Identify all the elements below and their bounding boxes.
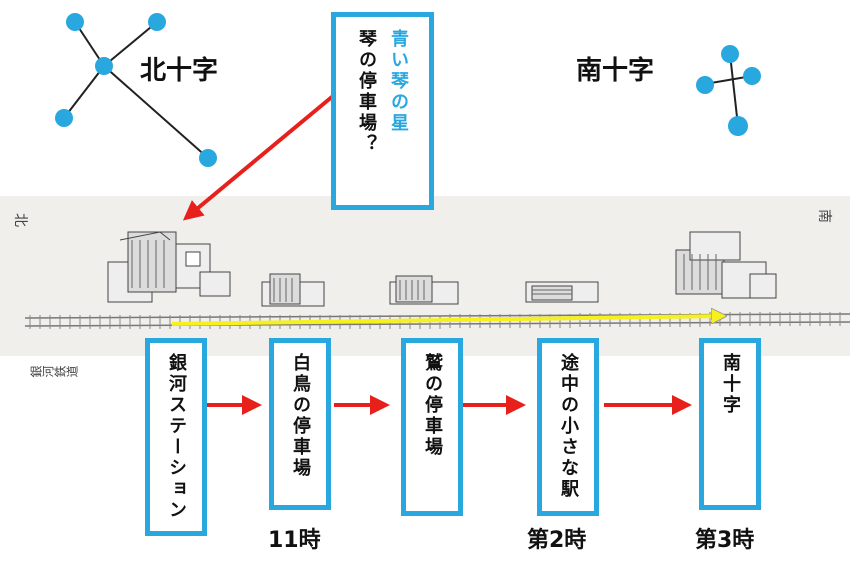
station-box-hakucho: 白鳥の停車場 (269, 338, 331, 510)
station-building-1 (107, 231, 231, 303)
callout-box: 青い琴の星 琴の停車場？ (331, 12, 434, 210)
time-label-hakucho: 11時 (268, 528, 321, 553)
callout-line-black: 琴の停車場？ (356, 29, 377, 155)
railway-label: 銀河鉄道 (30, 365, 78, 379)
time-label-southern-cross: 第3時 (695, 528, 755, 553)
station-box-southern-cross: 南十字 (699, 338, 761, 510)
station-box-small-station: 途中の小さな駅 (537, 338, 599, 516)
station-building-5 (675, 231, 777, 299)
northern-cross-constellation (55, 13, 217, 167)
station-label: 南十字 (720, 353, 741, 416)
station-box-ginga-station: 銀河ステーション (145, 338, 207, 536)
station-label: 鷲の停車場 (422, 353, 443, 458)
northern-cross-label: 北十字 (140, 56, 219, 86)
callout-arrow (182, 94, 335, 221)
station-label: 銀河ステーション (166, 353, 187, 521)
station-label: 途中の小さな駅 (558, 353, 579, 500)
route-arrow (171, 316, 724, 326)
southern-cross-constellation (696, 45, 761, 136)
station-building-2 (261, 273, 325, 307)
time-label-small-station: 第2時 (527, 528, 587, 553)
callout-line-blue: 青い琴の星 (388, 29, 409, 134)
station-box-washi: 鷲の停車場 (401, 338, 463, 516)
station-building-4 (525, 281, 599, 303)
south-mark: 南 (816, 209, 832, 223)
north-mark: 北 (12, 213, 28, 227)
station-building-3 (389, 275, 459, 305)
station-label: 白鳥の停車場 (290, 353, 311, 479)
southern-cross-label: 南十字 (576, 56, 655, 86)
